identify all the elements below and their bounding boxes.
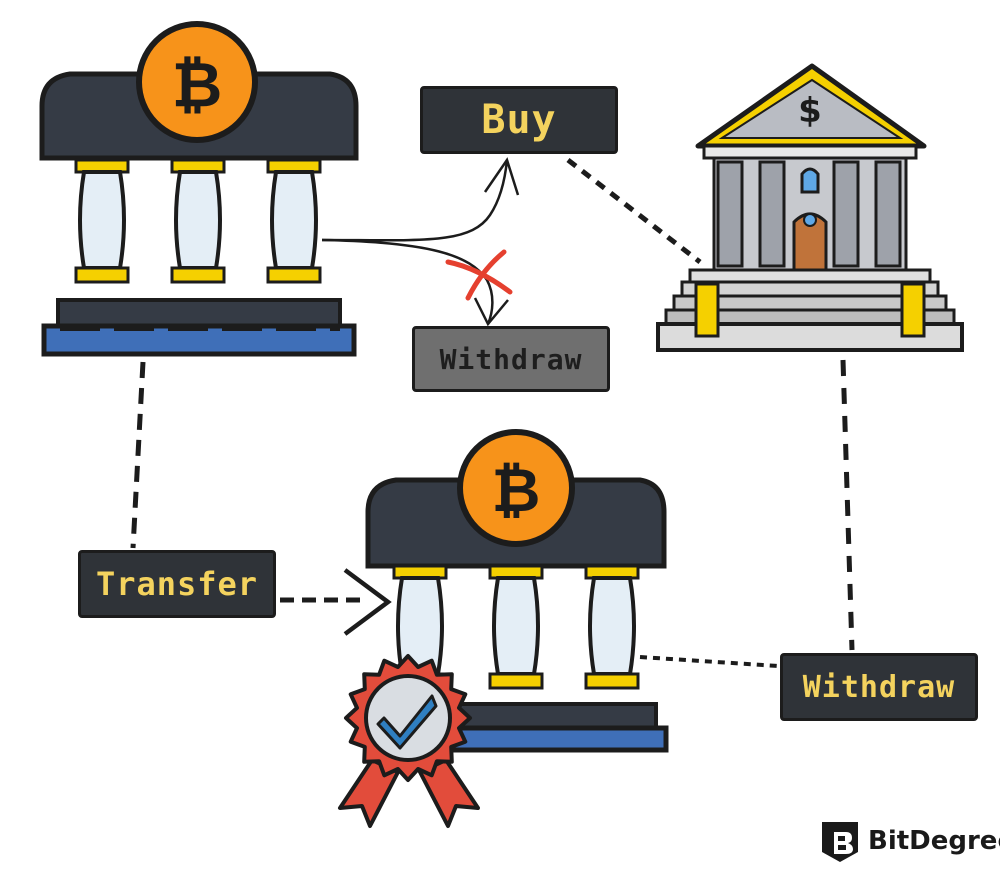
svg-text:₿: ₿ [492, 456, 541, 526]
dashed-exchange-to-transfer [130, 361, 146, 549]
dashed-bank-to-withdraw [840, 359, 855, 651]
bitcoin-coin-icon: ₿ [136, 21, 258, 143]
bitcoin-coin-icon: ₿ [457, 429, 575, 547]
withdraw-label: Withdraw [780, 653, 978, 721]
dashed-buy-to-bank [566, 158, 702, 264]
bank-building-icon: $ [656, 63, 964, 352]
arrowhead-to-exchange [343, 568, 392, 636]
connector-exchange-to-withdraw [321, 238, 494, 325]
arrowhead-to-buy [483, 157, 520, 196]
connector-exchange-to-buy [321, 159, 509, 242]
bitcoin-bank-icon: ₿ [365, 429, 669, 753]
brand-watermark: BitDegree [820, 818, 1000, 864]
transfer-label: Transfer [78, 550, 276, 618]
brand-name: BitDegree [868, 826, 1000, 856]
red-x-icon [445, 249, 513, 301]
arrowhead-to-withdraw [473, 297, 509, 327]
bitcoin-bank-icon: ₿ [39, 21, 359, 357]
verified-badge-icon [338, 654, 480, 828]
svg-text:$: $ [798, 91, 822, 131]
buy-label: Buy [420, 86, 618, 154]
svg-text:₿: ₿ [172, 48, 223, 121]
dashed-withdraw-to-exchange [639, 655, 779, 668]
withdraw-label-disabled: Withdraw [412, 326, 610, 392]
bitdegree-logo-icon [822, 822, 858, 862]
